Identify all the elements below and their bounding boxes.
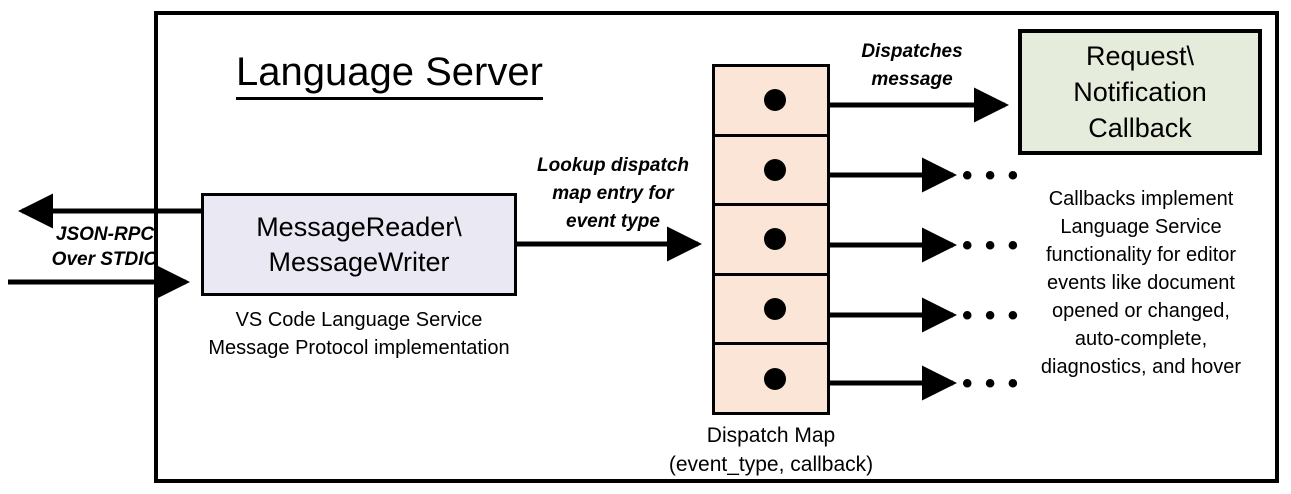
callback-box-line3: Callback [1088,113,1192,143]
lookup-dispatch-label: Lookup dispatch map entry for event type [518,152,708,236]
jsonrpc-label-line1: JSON-RPC [55,224,155,245]
dispatch-map-row[interactable] [715,137,827,207]
reader-box-line1: MessageReader\ [256,211,462,242]
dispatch-map-row[interactable] [715,206,827,276]
lookup-label-line3: event type [566,211,660,232]
entry-dot-icon [764,89,786,112]
callback-caption-line2: Language Service [1060,216,1222,238]
reader-caption-line1: VS Code Language Service [235,309,483,331]
callback-caption-line1: Callbacks implement [1048,188,1234,210]
entry-dot-icon [764,228,786,251]
callback-caption-line5: opened or changed, [1052,300,1230,322]
reader-box-line2: MessageWriter [268,246,450,277]
callback-caption-line3: functionality for editor [1045,244,1237,266]
entry-dot-icon [764,158,786,181]
dispatch-map-caption: Dispatch Map (event_type, callback) [640,421,902,479]
message-reader-writer-box[interactable]: MessageReader\ MessageWriter [201,193,517,296]
dispatch-map-row[interactable] [715,276,827,346]
dispatch-map-row[interactable] [715,67,827,137]
lookup-label-line2: map entry for [552,183,674,204]
dispatch-map-row[interactable] [715,345,827,412]
ellipsis-row-2: • • • [962,159,1021,192]
dispatches-message-label: Dispatches message [836,38,988,94]
page-title: Language Server [236,48,543,100]
callback-description: Callbacks implement Language Service fun… [1005,185,1277,381]
message-reader-writer-caption: VS Code Language Service Message Protoco… [196,306,522,362]
entry-dot-icon [764,367,786,390]
dispatch-caption-line1: Dispatch Map [706,424,836,447]
language-server-boundary [154,11,1279,483]
callback-box-line1: Request\ [1085,41,1195,71]
request-notification-callback-box[interactable]: Request\ Notification Callback [1018,29,1262,155]
callback-caption-line7: diagnostics, and hover [1040,356,1242,378]
jsonrpc-transport-label: JSON-RPC Over STDIO [30,222,180,272]
reader-caption-line2: Message Protocol implementation [208,337,510,359]
lookup-label-line1: Lookup dispatch [537,155,689,176]
dispatches-label-line1: Dispatches [861,41,963,62]
entry-dot-icon [764,298,786,321]
callback-box-line2: Notification [1073,77,1207,107]
dispatch-map-table[interactable] [712,64,830,415]
callback-caption-line6: auto-complete, [1074,328,1208,350]
dispatches-label-line2: message [871,69,953,90]
callback-caption-line4: events like document [1047,272,1235,294]
jsonrpc-label-line2: Over STDIO [51,249,159,270]
dispatch-caption-line2: (event_type, callback) [668,453,874,476]
